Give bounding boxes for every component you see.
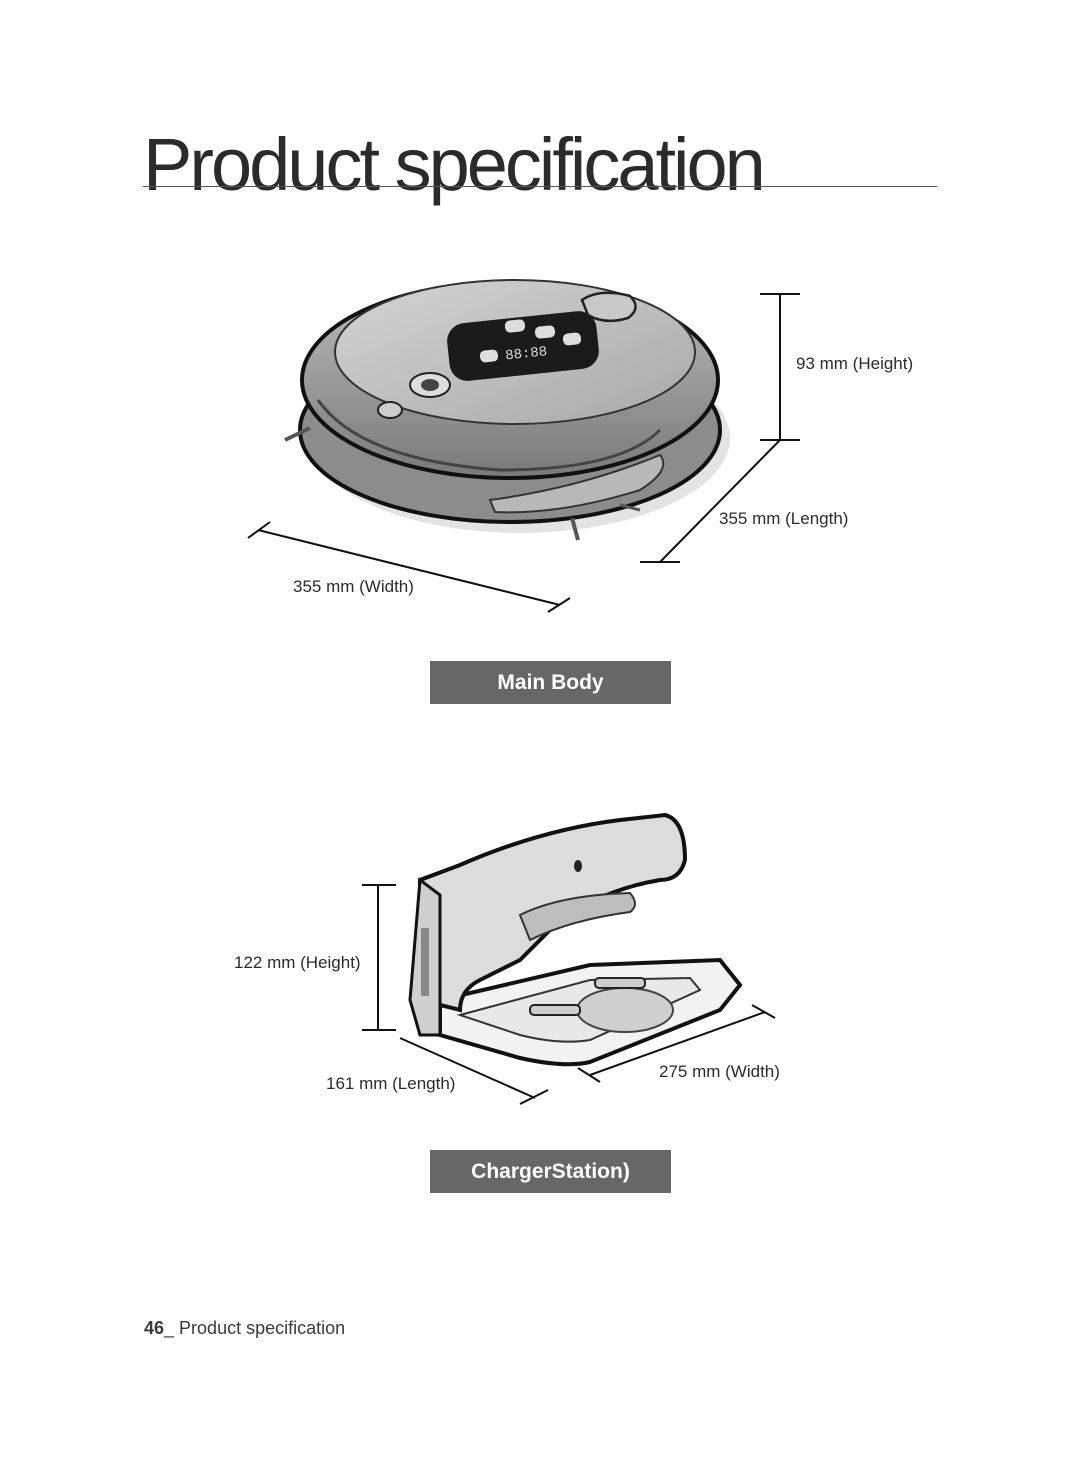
page-footer: 46_ Product specification (144, 1318, 345, 1339)
title-rule (143, 186, 937, 187)
page-title: Product specification (143, 123, 766, 206)
main-body-height-label: 93 mm (Height) (796, 354, 914, 373)
charger-length-label: 161 mm (Length) (326, 1074, 456, 1093)
charger-width-label: 275 mm (Width) (659, 1062, 780, 1081)
footer-section: Product specification (174, 1318, 346, 1338)
charger-height-label: 122 mm (Height) (234, 953, 361, 972)
main-body-length-label: 355 mm (Length) (719, 509, 849, 528)
page-number: 46 (144, 1318, 165, 1338)
main-body-width-label: 355 mm (Width) (293, 577, 414, 596)
svg-text:88:88: 88:88 (505, 344, 548, 364)
footer-separator: _ (164, 1318, 175, 1338)
charger-station-banner: ChargerStation) (430, 1150, 671, 1193)
main-body-banner: Main Body (430, 661, 671, 704)
